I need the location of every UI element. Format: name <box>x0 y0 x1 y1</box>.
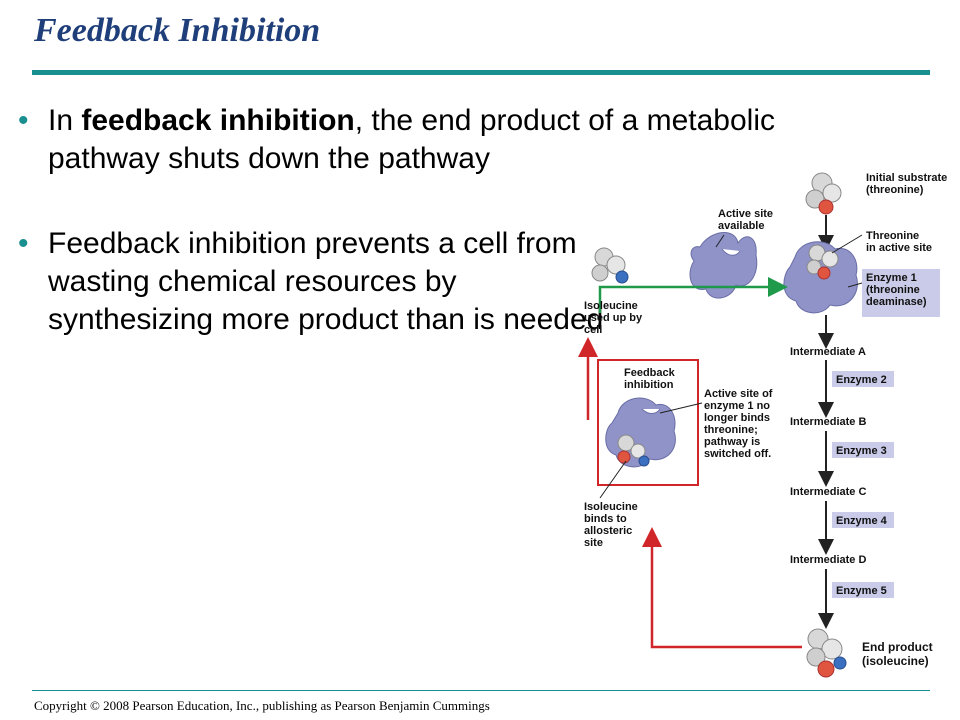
bullet-1: • In feedback inhibition, the end produc… <box>18 102 848 178</box>
leader-enzyme1 <box>847 282 863 288</box>
isoleucine-binds-label: Isoleucine binds to allosteric site <box>584 501 641 549</box>
bullet-2: • Feedback inhibition prevents a cell fr… <box>18 225 608 339</box>
enzyme5-box <box>832 582 894 598</box>
end-product-molecule-icon <box>806 628 847 678</box>
feedback-box <box>597 359 699 486</box>
leader-allosteric <box>599 460 627 499</box>
isoleucine-molecule-icon <box>591 247 629 284</box>
enzyme2-box <box>832 371 894 387</box>
enzyme1-label-box <box>862 269 940 317</box>
bullet-2-text: Feedback inhibition prevents a cell from… <box>48 227 604 336</box>
enzyme1-shape <box>783 241 858 314</box>
enzyme-empty-shape <box>689 232 758 299</box>
threonine-molecule-icon <box>805 172 842 215</box>
copyright-footer: Copyright © 2008 Pearson Education, Inc.… <box>34 698 490 713</box>
initial-substrate-label: Initial substrate (threonine) <box>866 172 950 196</box>
bullet-dot: • <box>18 227 29 260</box>
bullet-dot: • <box>18 104 29 137</box>
inactive-site-note: Active site of enzyme 1 no longer binds … <box>704 388 776 460</box>
enzyme4-label: Enzyme 4 <box>836 515 888 527</box>
red-feedback-arrow <box>642 527 802 649</box>
end-product-label: End product (isoleucine) <box>862 640 936 668</box>
feedback-inhibition-diagram: Active site available Isoleucine used up… <box>578 172 950 678</box>
enzyme3-box <box>832 442 894 458</box>
threonine-active-site-label: Threonine in active site <box>866 230 932 254</box>
enzyme-inhibited-shape <box>605 397 676 468</box>
slide-title: Feedback Inhibition <box>34 12 321 49</box>
enzyme4-box <box>832 512 894 528</box>
enzyme1-label: Enzyme 1 (threonine deaminase) <box>866 272 927 308</box>
feedback-inhibition-label: Feedback inhibition <box>624 367 678 391</box>
bullet-1-post: , the end product of a metabolic pathway… <box>48 104 775 175</box>
green-pathway-arrow <box>598 277 788 313</box>
enzyme2-label: Enzyme 2 <box>836 374 887 386</box>
leader-active-site <box>715 234 725 248</box>
active-site-available-label: Active site available <box>718 208 776 232</box>
footer-divider <box>32 690 930 691</box>
intermediate-b: Intermediate B <box>790 416 866 428</box>
leader-inactive-site <box>659 402 703 414</box>
isoleucine-used-up-label: Isoleucine used up by cell <box>584 300 645 336</box>
bullet-1-bold: feedback inhibition <box>81 104 355 137</box>
intermediate-d: Intermediate D <box>790 554 866 566</box>
bullet-1-pre: In <box>48 104 82 137</box>
enzyme3-label: Enzyme 3 <box>836 445 887 457</box>
leader-threonine <box>831 234 863 254</box>
intermediate-a: Intermediate A <box>790 346 866 358</box>
enzyme5-label: Enzyme 5 <box>836 585 887 597</box>
title-divider <box>32 70 930 75</box>
intermediate-c: Intermediate C <box>790 486 866 498</box>
